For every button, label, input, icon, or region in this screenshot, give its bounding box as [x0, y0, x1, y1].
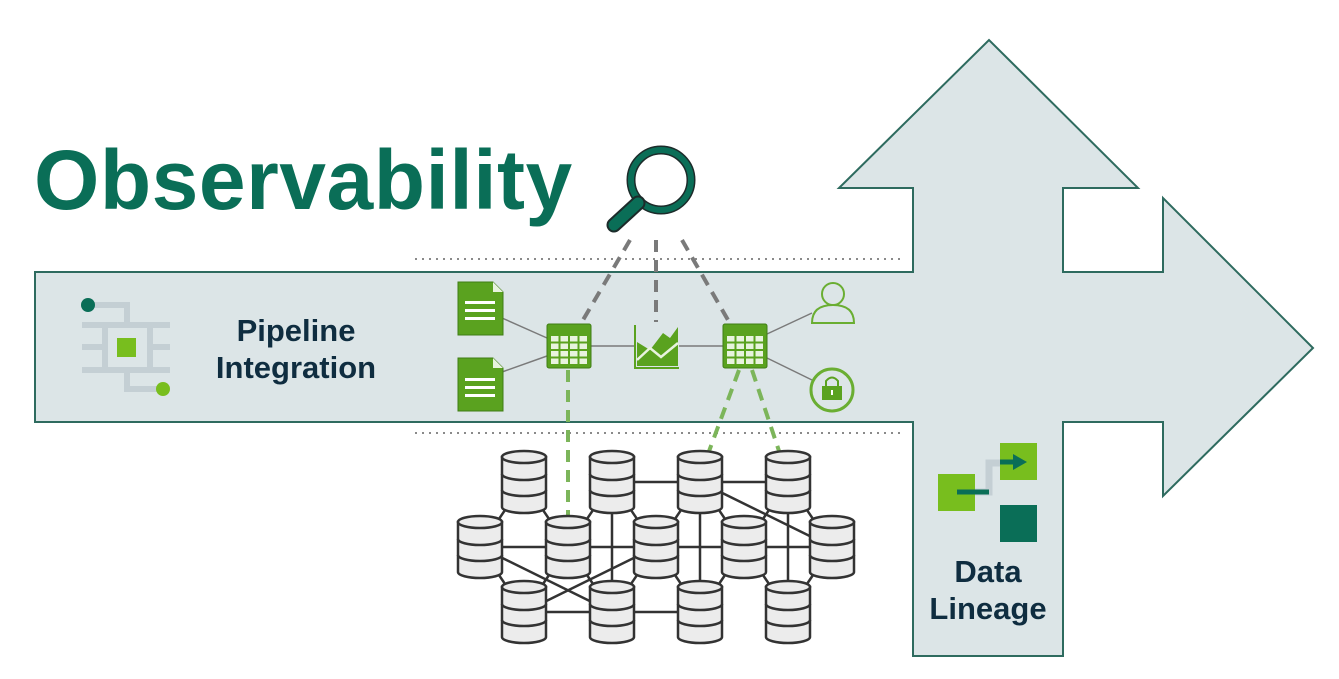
pipeline-integration-label: Pipeline Integration	[196, 312, 396, 386]
database-icon	[588, 579, 636, 645]
table-icon	[546, 323, 592, 369]
pipeline-label-line1: Pipeline	[236, 313, 356, 348]
database-icon	[632, 514, 680, 580]
table-icon	[722, 323, 768, 369]
lineage-dashes	[566, 369, 782, 518]
database-icon	[720, 514, 768, 580]
lineage-blocks-icon	[938, 443, 1037, 542]
area-chart-icon	[634, 325, 679, 369]
database-icon	[764, 449, 812, 515]
magnifying-glass-icon	[606, 145, 696, 233]
page-title: Observability	[34, 133, 573, 227]
database-icon	[588, 449, 636, 515]
database-icon	[500, 449, 548, 515]
database-icon	[808, 514, 856, 580]
data-lineage-label: Data Lineage	[913, 553, 1063, 627]
database-network	[456, 449, 856, 645]
user-icon	[810, 282, 856, 324]
observation-dashes	[581, 238, 730, 322]
flow-connectors	[501, 312, 813, 381]
database-icon	[764, 579, 812, 645]
circuit-chip-icon	[81, 298, 170, 396]
lineage-label-line1: Data	[954, 554, 1022, 589]
document-icon	[457, 281, 504, 336]
database-icon	[676, 449, 724, 515]
database-icon	[544, 514, 592, 580]
document-icon	[457, 357, 504, 412]
database-icon	[676, 579, 724, 645]
pipeline-label-line2: Integration	[215, 350, 377, 386]
lineage-label-line2: Lineage	[929, 591, 1047, 627]
database-icon	[500, 579, 548, 645]
lock-icon	[809, 367, 855, 413]
database-icon	[456, 514, 504, 580]
